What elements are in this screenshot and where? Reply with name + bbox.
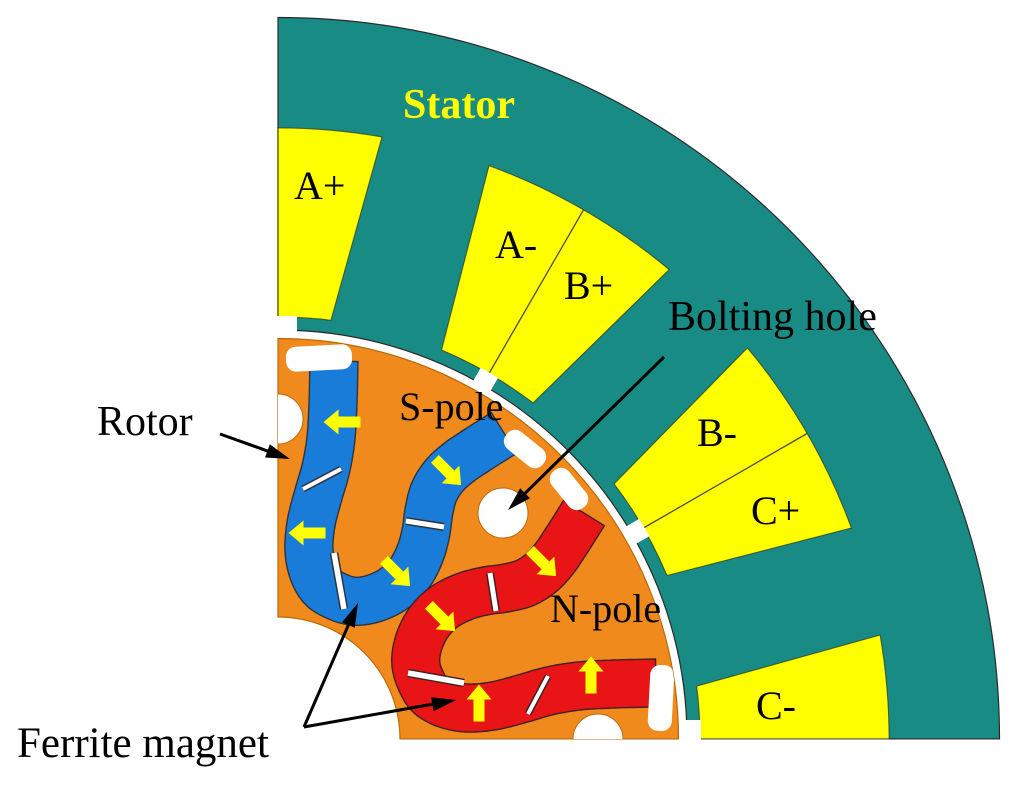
- svg-text:C-: C-: [756, 683, 796, 728]
- svg-text:S-pole: S-pole: [399, 384, 503, 429]
- svg-text:C+: C+: [751, 488, 800, 533]
- svg-text:A+: A+: [294, 163, 345, 208]
- svg-text:Stator: Stator: [403, 82, 515, 128]
- svg-text:B+: B+: [564, 263, 613, 308]
- svg-text:Rotor: Rotor: [97, 399, 193, 445]
- svg-text:N-pole: N-pole: [550, 586, 661, 631]
- svg-text:B-: B-: [697, 410, 737, 455]
- svg-text:A-: A-: [495, 222, 537, 267]
- svg-text:Bolting hole: Bolting hole: [668, 294, 877, 340]
- svg-text:Ferrite magnet: Ferrite magnet: [17, 720, 269, 767]
